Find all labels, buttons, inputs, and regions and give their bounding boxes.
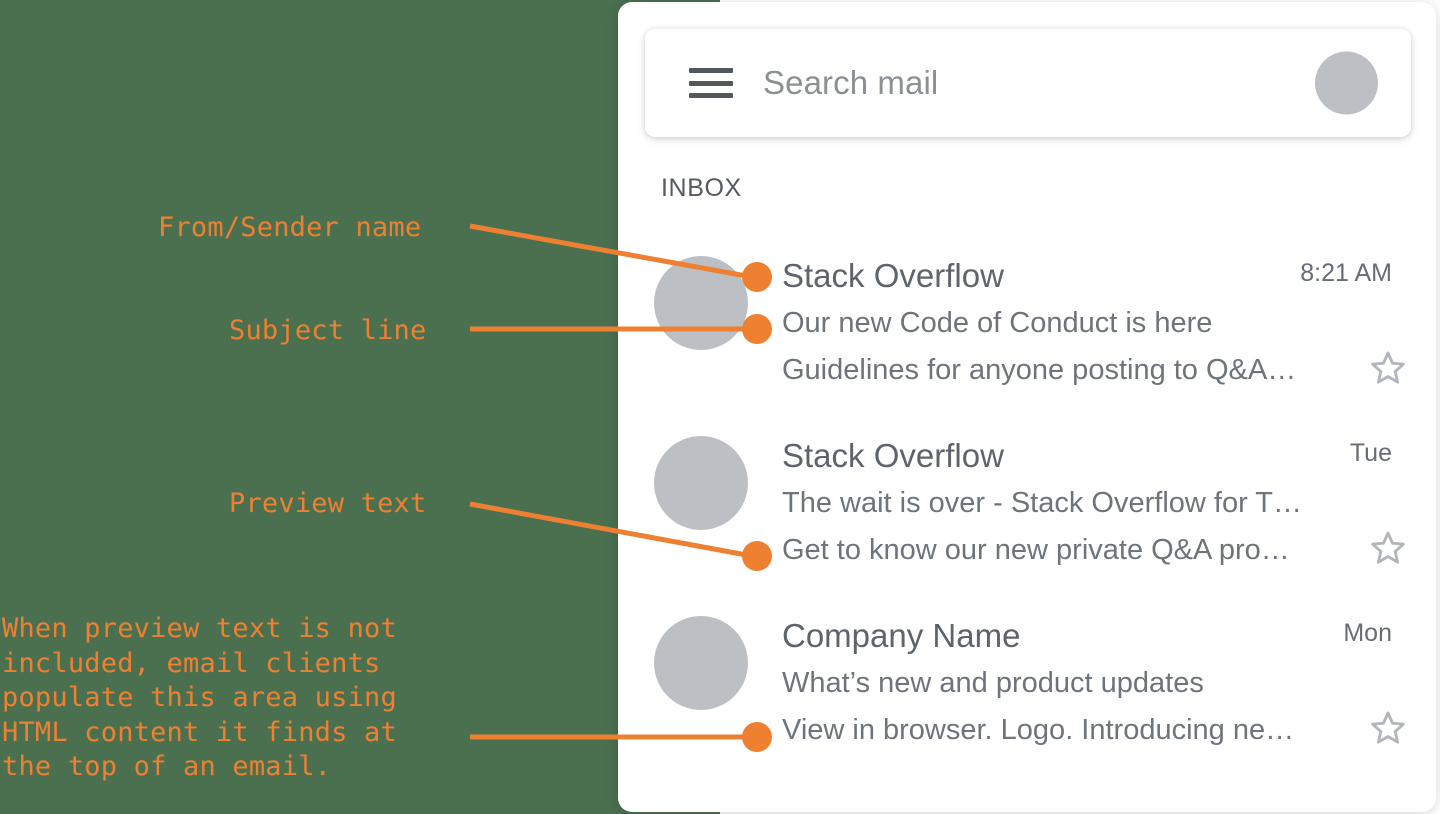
star-outline-icon[interactable] (1368, 348, 1408, 388)
email-timestamp: Mon (1343, 619, 1392, 647)
email-list-item[interactable]: Company Name What’s new and product upda… (640, 605, 1430, 765)
email-preview-text: View in browser. Logo. Introducing ne… (782, 714, 1295, 746)
email-preview-text: Get to know our new private Q&A pro… (782, 534, 1290, 566)
star-outline-icon[interactable] (1368, 708, 1408, 748)
star-outline-icon[interactable] (1368, 528, 1408, 568)
email-list-item[interactable]: Stack Overflow The wait is over - Stack … (640, 425, 1430, 585)
email-text-block: Stack Overflow The wait is over - Stack … (782, 431, 1352, 574)
email-list-item[interactable]: Stack Overflow Our new Code of Conduct i… (640, 245, 1430, 405)
hamburger-bar (689, 80, 733, 86)
hamburger-bar (689, 93, 733, 98)
inbox-folder-label: INBOX (661, 174, 742, 202)
hamburger-bar (689, 68, 733, 73)
sender-avatar (654, 616, 748, 710)
email-sender-name: Company Name (782, 617, 1021, 654)
mail-app-panel (618, 2, 1436, 812)
email-text-block: Company Name What’s new and product upda… (782, 611, 1352, 754)
email-timestamp: 8:21 AM (1300, 259, 1392, 287)
annotation-paragraph: When preview text is not included, email… (2, 613, 397, 782)
green-backdrop (0, 0, 720, 814)
email-timestamp: Tue (1349, 439, 1392, 467)
email-sender-name: Stack Overflow (782, 257, 1004, 294)
search-bar[interactable]: Search mail (645, 29, 1411, 137)
hamburger-menu-icon[interactable] (689, 68, 733, 98)
search-input-placeholder[interactable]: Search mail (763, 64, 939, 101)
email-text-block: Stack Overflow Our new Code of Conduct i… (782, 251, 1352, 394)
email-subject-line: What’s new and product updates (782, 667, 1204, 699)
annotation-subject-line: Subject line (229, 315, 427, 346)
account-avatar[interactable] (1315, 51, 1378, 115)
email-subject-line: The wait is over - Stack Overflow for T… (782, 487, 1302, 519)
sender-avatar (654, 436, 748, 530)
email-preview-text: Guidelines for anyone posting to Q&A… (782, 354, 1297, 386)
email-sender-name: Stack Overflow (782, 437, 1004, 474)
annotation-preview-text: Preview text (229, 488, 427, 519)
annotation-from-sender: From/Sender name (158, 212, 422, 243)
sender-avatar (654, 256, 748, 350)
email-subject-line: Our new Code of Conduct is here (782, 307, 1213, 339)
